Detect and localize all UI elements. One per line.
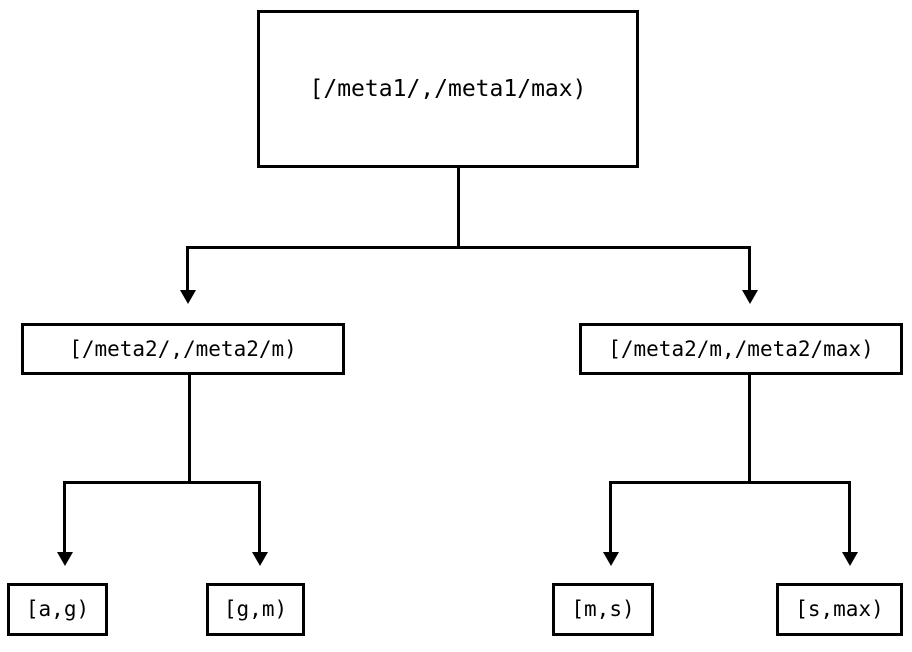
edge-root-to-mid-left: [186, 246, 189, 291]
edge-mid-left-stem: [188, 375, 191, 483]
edge-mid-left-to-leaf-ag: [63, 481, 66, 553]
node-leaf-s-max-label: [s,max): [795, 597, 884, 621]
edge-mid-right-bar: [609, 481, 851, 484]
node-leaf-m-s-label: [m,s): [571, 597, 635, 621]
edge-mid-right-to-leaf-smax: [848, 481, 851, 553]
edge-mid-right-stem: [748, 375, 751, 483]
node-leaf-a-g[interactable]: [a,g): [7, 583, 108, 636]
node-root[interactable]: [/meta1/,/meta1/max): [257, 10, 639, 168]
node-mid-right[interactable]: [/meta2/m,/meta2/max): [579, 323, 903, 375]
edge-root-stem: [457, 167, 460, 248]
edge-root-to-mid-right: [748, 246, 751, 291]
arrow-down-icon-leaf-ms: [603, 552, 619, 566]
node-leaf-m-s[interactable]: [m,s): [552, 583, 654, 636]
arrow-down-icon-leaf-smax: [842, 552, 858, 566]
node-leaf-s-max[interactable]: [s,max): [776, 583, 903, 636]
edge-root-bar: [186, 246, 751, 249]
edge-mid-left-to-leaf-gm: [258, 481, 261, 553]
node-mid-right-label: [/meta2/m,/meta2/max): [608, 336, 874, 361]
node-leaf-a-g-label: [a,g): [25, 597, 90, 621]
arrow-down-icon-root-left: [180, 290, 196, 304]
node-root-label: [/meta1/,/meta1/max): [309, 75, 587, 102]
arrow-down-icon-leaf-ag: [57, 552, 73, 566]
edge-mid-right-to-leaf-ms: [609, 481, 612, 553]
node-leaf-g-m-label: [g,m): [223, 597, 288, 621]
edge-mid-left-bar: [63, 481, 261, 484]
node-mid-left[interactable]: [/meta2/,/meta2/m): [21, 323, 345, 375]
arrow-down-icon-root-right: [742, 290, 758, 304]
node-leaf-g-m[interactable]: [g,m): [206, 583, 305, 636]
node-mid-left-label: [/meta2/,/meta2/m): [69, 336, 297, 361]
arrow-down-icon-leaf-gm: [252, 552, 268, 566]
